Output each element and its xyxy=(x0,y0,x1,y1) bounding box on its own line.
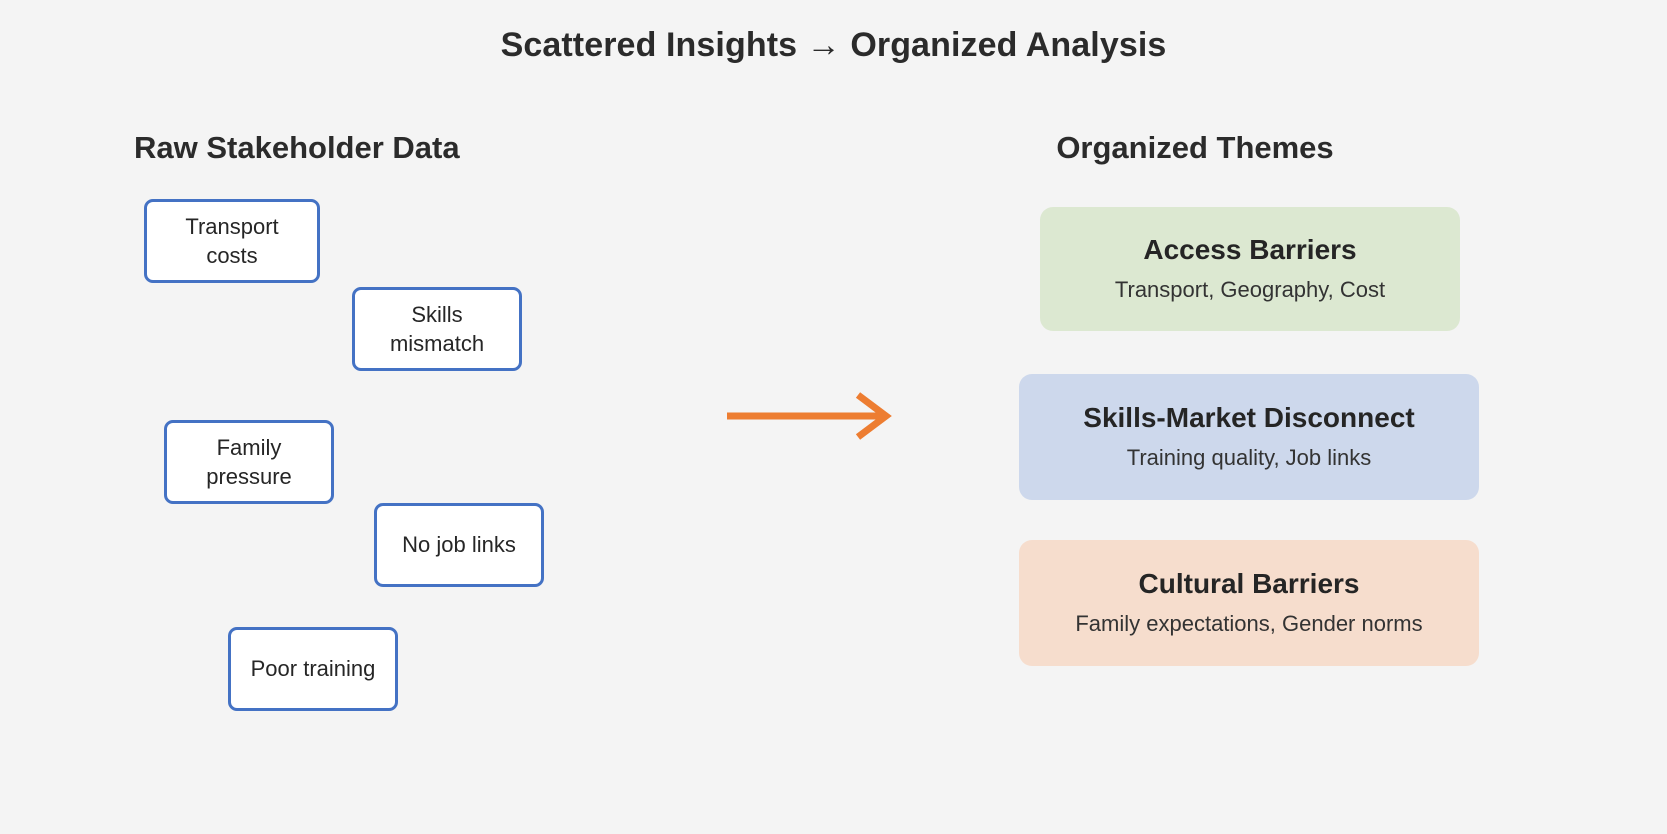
raw-note[interactable]: No job links xyxy=(374,503,544,587)
arrow-right-icon xyxy=(727,392,892,440)
raw-note[interactable]: Family pressure xyxy=(164,420,334,504)
theme-card-subtitle: Transport, Geography, Cost xyxy=(1114,277,1386,303)
transform-arrow xyxy=(727,392,907,440)
theme-card-title: Cultural Barriers xyxy=(1138,568,1360,600)
theme-card-subtitle: Training quality, Job links xyxy=(1126,445,1372,471)
raw-note[interactable]: Skills mismatch xyxy=(352,287,522,371)
theme-card-title: Access Barriers xyxy=(1143,234,1357,266)
theme-card-subtitle: Family expectations, Gender norms xyxy=(1075,611,1423,637)
page-title: Scattered Insights → Organized Analysis xyxy=(500,26,1167,64)
organized-themes-column-heading: Organized Themes xyxy=(1056,130,1334,165)
raw-note[interactable]: Transport costs xyxy=(144,199,320,283)
raw-note[interactable]: Poor training xyxy=(228,627,398,711)
theme-card-title: Skills-Market Disconnect xyxy=(1083,402,1415,434)
raw-data-column-heading: Raw Stakeholder Data xyxy=(134,130,460,165)
